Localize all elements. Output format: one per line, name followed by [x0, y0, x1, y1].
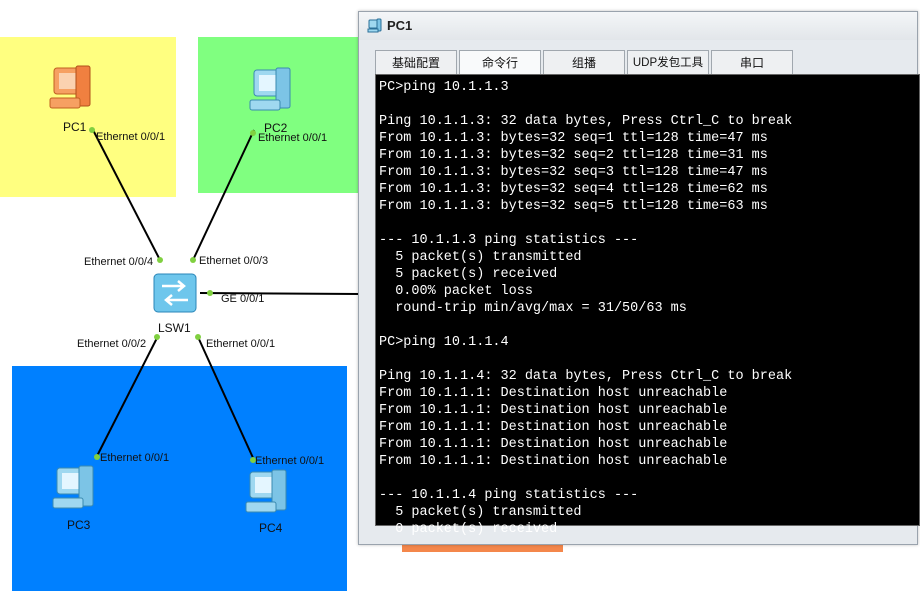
pc4-label: PC4 [259, 521, 283, 535]
pc2-icon[interactable] [249, 67, 291, 111]
green-zone [198, 37, 360, 193]
tab-multicast[interactable]: 组播 [543, 50, 625, 74]
window-titlebar[interactable]: PC1 [359, 12, 917, 40]
port-label-sw-3: Ethernet 0/0/3 [199, 255, 269, 267]
link-pc3-lsw1 [95, 335, 159, 459]
port-label-pc2: Ethernet 0/0/1 [258, 132, 328, 144]
tab-serial[interactable]: 串口 [711, 50, 793, 74]
port-label-pc3: Ethernet 0/0/1 [100, 452, 170, 464]
pc1-label: PC1 [63, 120, 87, 134]
yellow-zone [0, 37, 176, 197]
port-label-sw-uplink: GE 0/0/1 [221, 293, 265, 305]
window-title: PC1 [387, 18, 413, 33]
port-dot [195, 334, 201, 340]
port-label-sw-4: Ethernet 0/0/4 [84, 256, 154, 268]
link-pc2-lsw1 [192, 129, 255, 261]
link-pc1-lsw1 [91, 127, 161, 261]
pc3-label: PC3 [67, 518, 91, 532]
port-dot [154, 334, 160, 340]
tab-basic-config[interactable]: 基础配置 [375, 50, 457, 74]
pc-icon [367, 18, 382, 33]
port-dot [250, 130, 256, 136]
port-dot [89, 127, 95, 133]
port-label-pc4: Ethernet 0/0/1 [255, 455, 325, 467]
switch-label: LSW1 [158, 321, 191, 335]
tab-udp-tool[interactable]: UDP发包工具 [627, 50, 709, 74]
link-pc4-lsw1 [197, 336, 255, 461]
terminal-text: PC>ping 10.1.1.3 Ping 10.1.1.3: 32 data … [379, 80, 793, 537]
port-label-sw-1: Ethernet 0/0/1 [206, 338, 276, 350]
port-dot [190, 257, 196, 263]
switch-icon[interactable] [153, 273, 197, 313]
port-dot [157, 257, 163, 263]
tab-command-line[interactable]: 命令行 [459, 50, 541, 74]
port-dot [207, 290, 213, 296]
pc1-console-window[interactable]: PC1 基础配置 命令行 组播 UDP发包工具 串口 PC>ping 10.1.… [358, 11, 920, 545]
taskbar-indicator [402, 545, 563, 552]
pc1-icon[interactable] [49, 65, 91, 109]
port-label-pc1: Ethernet 0/0/1 [96, 131, 166, 143]
link-lsw1-uplink [199, 292, 361, 295]
pc2-label: PC2 [264, 121, 288, 135]
terminal-output[interactable]: PC>ping 10.1.1.3 Ping 10.1.1.3: 32 data … [375, 74, 920, 537]
pc4-icon[interactable] [245, 469, 287, 513]
port-label-sw-2: Ethernet 0/0/2 [77, 338, 147, 350]
port-dot [94, 454, 100, 460]
pc3-icon[interactable] [52, 465, 94, 509]
port-dot [250, 457, 256, 463]
